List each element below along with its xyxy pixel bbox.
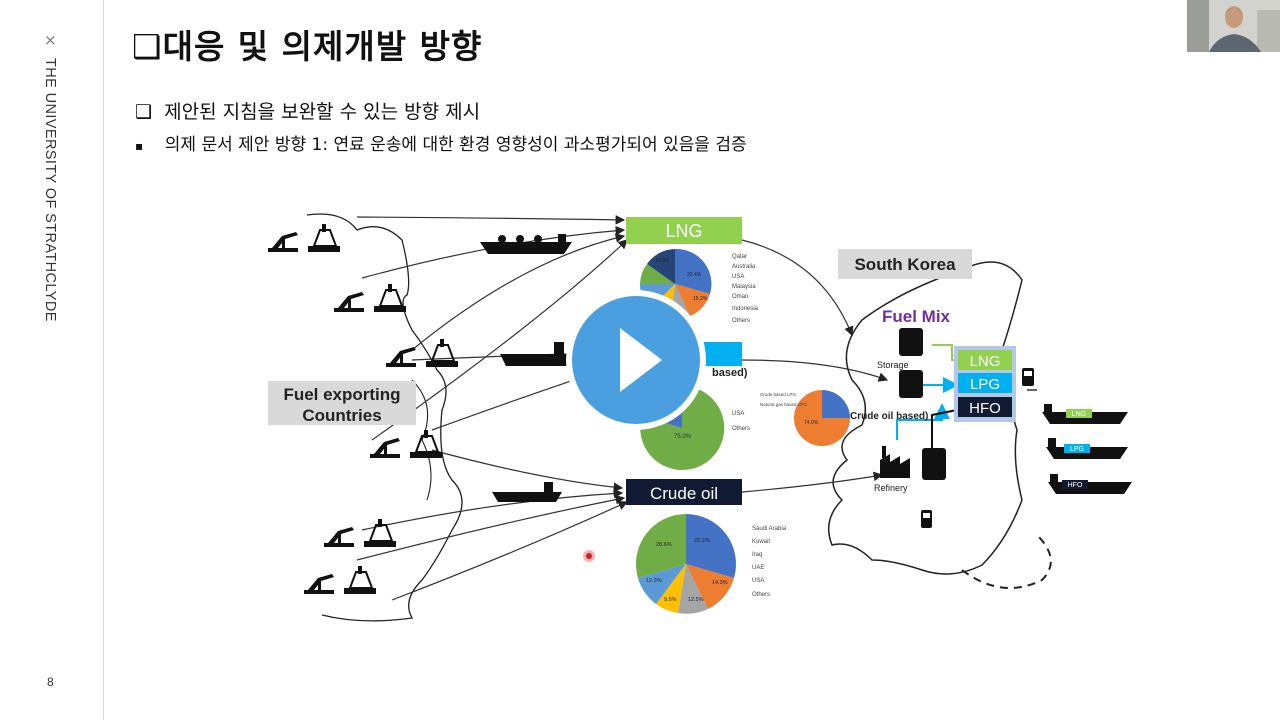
- title-text: 대응 및 의제개발 방향: [162, 27, 483, 66]
- mix-lpg-text: LPG: [970, 376, 1000, 393]
- crude-legend-6: Others: [752, 592, 770, 598]
- lng-ship-icon: LNG: [1042, 404, 1128, 424]
- lng-legend-5: Oman: [732, 294, 748, 300]
- lpg-header-text: based): [712, 367, 748, 379]
- lng-legend-4: Malaysia: [732, 284, 756, 290]
- lng-legend-6: Indonesia: [732, 306, 759, 312]
- lng-legend-1: Qatar: [732, 254, 747, 260]
- korea-map: [827, 261, 1023, 575]
- lpg-slice-label: 75.0%: [674, 434, 692, 440]
- lng-slice-label-2: 15.2%: [693, 296, 708, 302]
- lng-legend: Qatar Australia USA Malaysia Oman Indone…: [732, 254, 759, 324]
- page-number: 8: [47, 675, 54, 689]
- lpg-legend-1: USA: [732, 411, 744, 417]
- lpg-header: based): [702, 342, 748, 379]
- crude-slice-label-3: 12.5%: [688, 597, 704, 603]
- south-korea-label: South Korea: [838, 249, 972, 279]
- sub2-text: 의제 문서 제안 방향 1: 연료 운송에 대한 환경 영향성이 과소평가되어 …: [164, 135, 747, 155]
- sub2-bullet-icon: ▪: [135, 139, 144, 153]
- lng-header: LNG: [626, 217, 742, 244]
- lng-slice-label-1: 22.4%: [687, 272, 702, 278]
- lpg-ship-icon: LPG: [1046, 438, 1128, 459]
- exporters-label-line2: Countries: [302, 406, 381, 425]
- ship-hfo-text: HFO: [1068, 482, 1083, 489]
- exporters-label: Fuel exporting Countries: [268, 381, 416, 425]
- lng-header-text: LNG: [665, 221, 702, 241]
- fuel-mix-label: Fuel Mix: [882, 307, 951, 326]
- crude-legend-1: Saudi Arabia: [752, 526, 787, 532]
- crude-slice-label-1: 28.6%: [656, 542, 672, 548]
- crude-legend: Saudi Arabia Kuwait Iraq UAE USA Others: [752, 526, 787, 598]
- crude-oil-based-label: Crude oil based): [850, 411, 928, 422]
- crude-legend-3: Iraq: [752, 552, 762, 558]
- lng-slice-label-3: 13.0%: [655, 258, 670, 264]
- sidebar: × THE UNIVERSITY OF STRATHCLYDE 8: [0, 0, 104, 720]
- play-button[interactable]: [566, 290, 706, 430]
- sub1-text: 제안된 지침을 보완할 수 있는 방향 제시: [164, 101, 481, 123]
- storage-label: Storage: [877, 360, 909, 370]
- close-icon[interactable]: ×: [44, 31, 57, 49]
- world-coastline: [306, 213, 463, 622]
- lpg-type-legend-2: Natural gas based LPG: [760, 402, 807, 407]
- storage-tank-icon: [899, 328, 946, 480]
- presenter-avatar: [1187, 0, 1280, 52]
- laser-pointer-icon: [583, 550, 595, 562]
- subtitle-2: ▪ 의제 문서 제안 방향 1: 연료 운송에 대한 환경 영향성이 과소평가되…: [135, 130, 747, 155]
- university-name: THE UNIVERSITY OF STRATHCLYDE: [42, 58, 58, 322]
- lpg-type-pie: 74.0%: [794, 390, 850, 446]
- slide-title: ❑대응 및 의제개발 방향: [132, 20, 482, 68]
- fuel-pump-icon: [921, 368, 1034, 528]
- lng-legend-2: Australia: [732, 264, 756, 270]
- crude-legend-4: UAE: [752, 565, 764, 571]
- crude-legend-5: USA: [752, 578, 764, 584]
- subtitle-1: ❑ 제안된 지침을 보완할 수 있는 방향 제시: [135, 97, 480, 124]
- play-icon[interactable]: [620, 328, 662, 392]
- crude-legend-2: Kuwait: [752, 539, 770, 545]
- ship-lpg-text: LPG: [1070, 446, 1084, 453]
- sub1-bullet-icon: ❑: [135, 101, 153, 123]
- mix-hfo-text: HFO: [969, 400, 1001, 417]
- crude-slice-label-5: 12.9%: [646, 578, 662, 584]
- crude-slice-label-4: 9.5%: [664, 597, 677, 603]
- lng-legend-7: Others: [732, 318, 750, 324]
- lpg-legend-2: Others: [732, 426, 750, 432]
- mix-lng-text: LNG: [970, 353, 1001, 370]
- fuel-supply-diagram: Fuel exporting Countries LNG 22.4% 15.2%…: [262, 200, 1162, 634]
- hfo-ship-icon: HFO: [1048, 474, 1132, 494]
- fuel-mix-box: LNG LPG HFO: [954, 346, 1016, 422]
- lpg-type-slice-label: 74.0%: [804, 420, 819, 426]
- webcam-overlay: [1187, 0, 1280, 52]
- crude-header-text: Crude oil: [650, 484, 718, 503]
- crude-pie: 28.6% 14.3% 12.5% 9.5% 12.9% 22.2%: [636, 514, 736, 614]
- south-korea-text: South Korea: [854, 255, 956, 274]
- crude-header: Crude oil: [626, 479, 742, 505]
- lpg-legend: USA Others: [732, 411, 750, 432]
- exporters-label-line1: Fuel exporting: [283, 385, 400, 404]
- tanker-ship-icon: [480, 234, 572, 502]
- crude-slice-label-2: 14.3%: [712, 580, 728, 586]
- refinery-icon: [880, 446, 910, 478]
- oil-rig-icon: [268, 224, 458, 594]
- ship-lng-text: LNG: [1072, 411, 1086, 418]
- lng-legend-3: USA: [732, 274, 744, 280]
- refinery-label: Refinery: [874, 483, 908, 493]
- lpg-type-legend: Crude based LPG Natural gas based LPG: [760, 392, 807, 407]
- lpg-type-legend-1: Crude based LPG: [760, 392, 797, 397]
- crude-slice-label-6: 22.2%: [694, 538, 710, 544]
- title-bullet-icon: ❑: [132, 27, 163, 66]
